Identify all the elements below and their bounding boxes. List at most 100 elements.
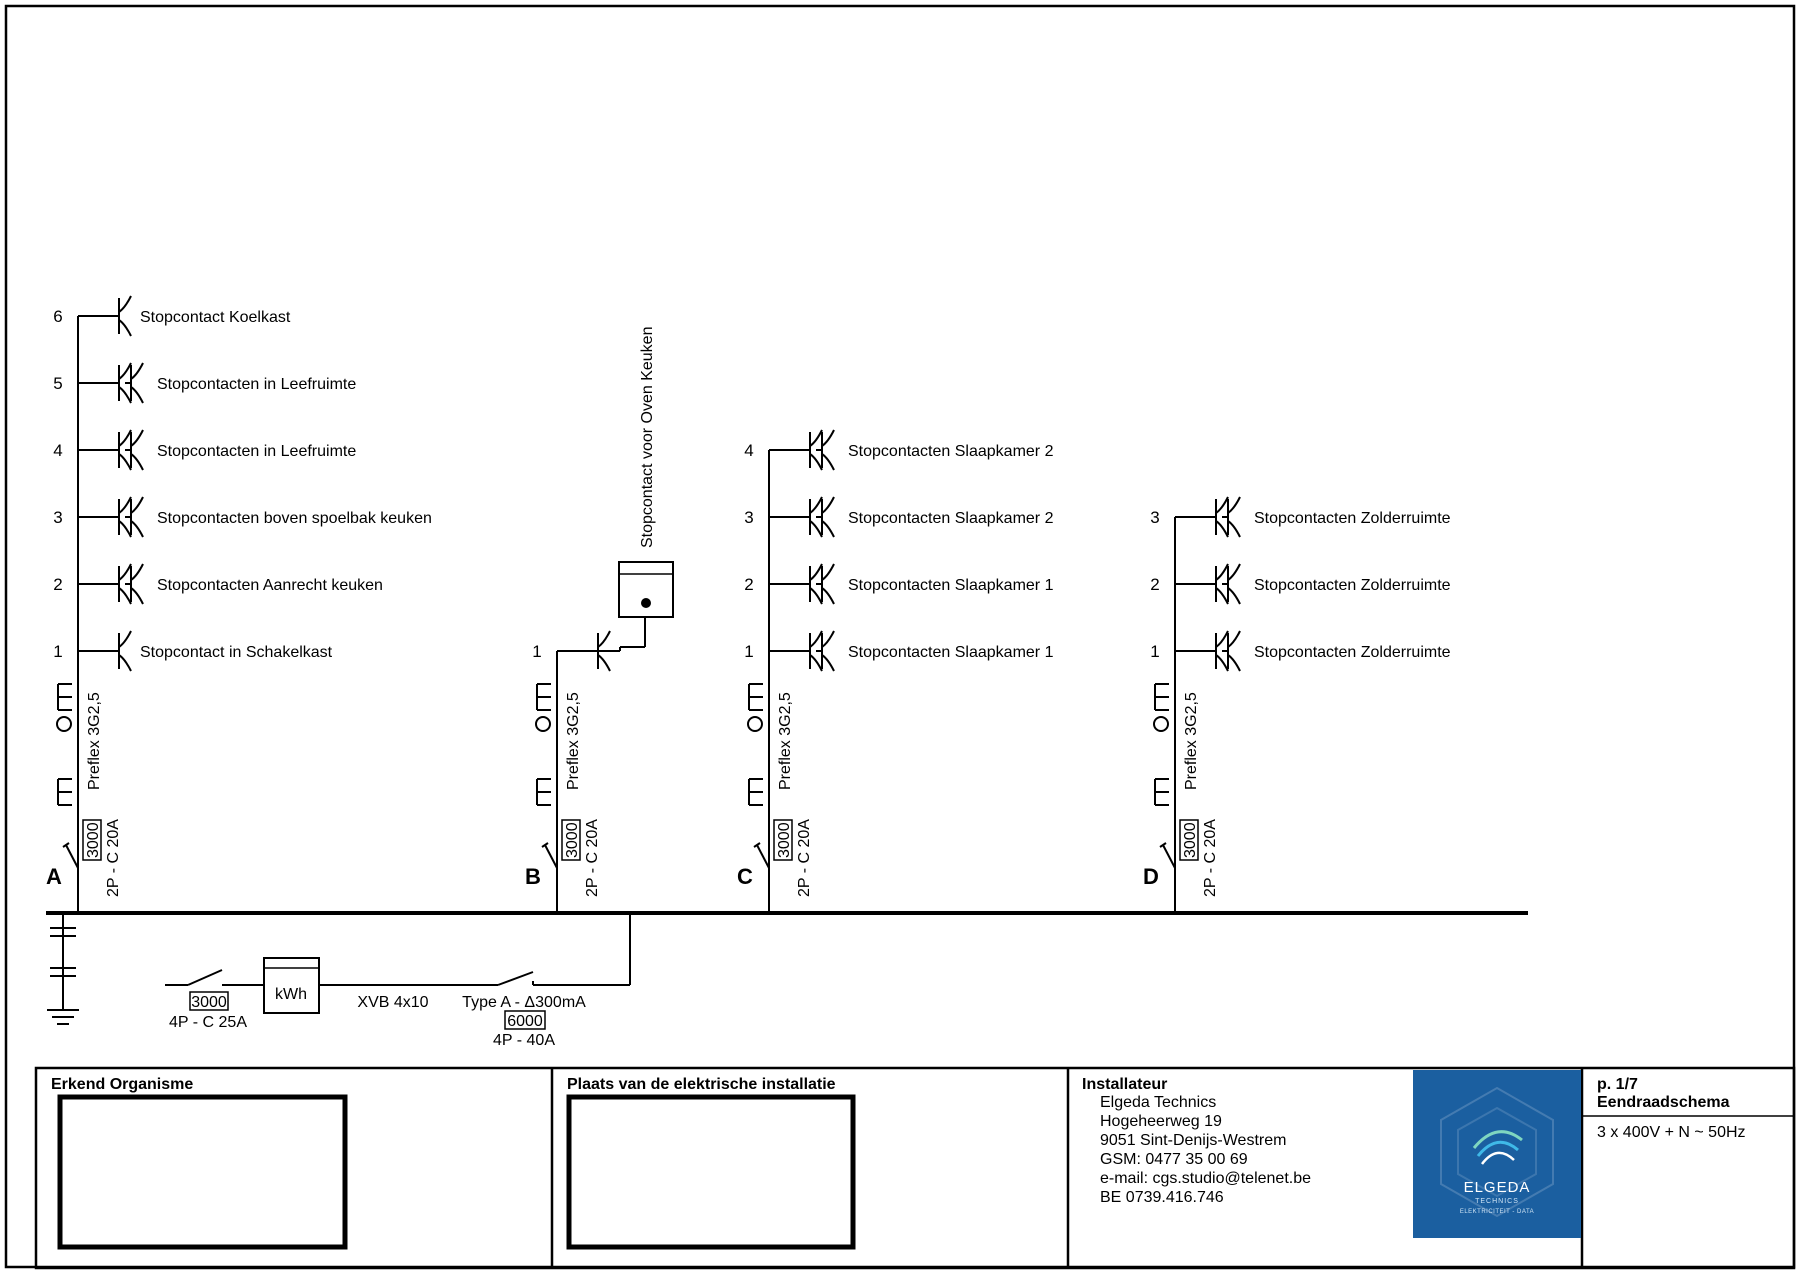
breaker-rating: 2P - C 20A bbox=[105, 819, 122, 897]
schema-title: Eendraadschema bbox=[1597, 1094, 1730, 1111]
socket-arc bbox=[118, 563, 132, 581]
breaker-rating: 2P - C 20A bbox=[796, 819, 813, 897]
breaker-switch bbox=[756, 844, 770, 869]
socket-arc bbox=[118, 587, 132, 605]
rcd-box: 6000 bbox=[507, 1013, 543, 1030]
socket-icon bbox=[1210, 563, 1229, 605]
kwh-meter-label: kWh bbox=[275, 986, 307, 1003]
breaker-tick bbox=[62, 842, 70, 848]
oven-box bbox=[618, 561, 674, 618]
socket-arc bbox=[1227, 654, 1241, 672]
outlet-number: 3 bbox=[53, 508, 62, 527]
socket-arc bbox=[809, 429, 823, 447]
elgeda-logo: ELGEDA TECHNICS ELEKTRICITEIT - DATA bbox=[1413, 1070, 1581, 1238]
outlet-label: Stopcontact voor Oven Keuken bbox=[639, 327, 656, 548]
socket-icon bbox=[113, 362, 132, 404]
outlet-label: Stopcontact in Schakelkast bbox=[140, 644, 333, 661]
cable-label: Preflex 3G2,5 bbox=[777, 692, 794, 790]
supply-cable: XVB 4x10 bbox=[357, 994, 428, 1011]
breaker-switch bbox=[1162, 844, 1176, 869]
breaker-box: 3000 bbox=[564, 822, 581, 858]
cable-marker-circle bbox=[1153, 716, 1169, 732]
rcd-switch bbox=[497, 971, 534, 986]
socket-arc bbox=[821, 429, 835, 447]
main-breaker-box: 3000 bbox=[191, 994, 227, 1011]
outlet-number: 1 bbox=[744, 642, 753, 661]
socket-arc bbox=[130, 429, 144, 447]
socket-icon bbox=[113, 630, 132, 672]
socket-arc bbox=[809, 496, 823, 514]
socket-icon bbox=[125, 429, 144, 471]
oven-dot bbox=[641, 598, 651, 608]
socket-arc bbox=[1215, 654, 1229, 672]
socket-arc bbox=[118, 386, 132, 404]
logo-sub: TECHNICS bbox=[1475, 1198, 1519, 1205]
outlet-label: Stopcontacten Zolderruimte bbox=[1254, 644, 1451, 661]
outlet-number: 6 bbox=[53, 307, 62, 326]
breaker-tick bbox=[753, 842, 761, 848]
breaker-rating: 2P - C 20A bbox=[1202, 819, 1219, 897]
socket-icon bbox=[1222, 563, 1241, 605]
socket-arc bbox=[130, 587, 144, 605]
socket-arc bbox=[809, 520, 823, 538]
socket-icon bbox=[113, 496, 132, 538]
socket-arc bbox=[130, 496, 144, 514]
supply-line: kWh 3000 4P - C 25A XVB 4x10 Type A - Δ3… bbox=[165, 913, 631, 1049]
socket-icon bbox=[816, 429, 835, 471]
socket-arc bbox=[821, 496, 835, 514]
socket-arc bbox=[821, 587, 835, 605]
socket-icon bbox=[804, 429, 823, 471]
socket-arc bbox=[130, 386, 144, 404]
breaker-box-frame bbox=[82, 819, 102, 861]
logo-sub: ELEKTRICITEIT - DATA bbox=[1460, 1209, 1534, 1215]
organism-stamp-box bbox=[57, 1094, 348, 1250]
logo-name: ELGEDA bbox=[1464, 1179, 1531, 1196]
outlet-number: 2 bbox=[744, 575, 753, 594]
breaker-switch bbox=[65, 844, 79, 869]
location-box bbox=[566, 1094, 856, 1250]
outlet-label: Stopcontact Koelkast bbox=[140, 309, 291, 326]
main-breaker-rating: 4P - C 25A bbox=[169, 1014, 247, 1031]
breaker-box-frame bbox=[561, 819, 581, 861]
socket-arc bbox=[118, 630, 132, 648]
socket-arc bbox=[821, 520, 835, 538]
installer-line: Hogeheerweg 19 bbox=[1100, 1113, 1222, 1130]
installer-line: Elgeda Technics bbox=[1100, 1094, 1216, 1111]
installer-line: 9051 Sint-Denijs-Westrem bbox=[1100, 1132, 1286, 1149]
socket-arc bbox=[809, 563, 823, 581]
circuit-letter: D bbox=[1143, 864, 1159, 889]
socket-icon bbox=[1222, 496, 1241, 538]
socket-arc bbox=[809, 587, 823, 605]
socket-icon bbox=[804, 630, 823, 672]
outlet-label: Stopcontacten in Leefruimte bbox=[157, 443, 356, 460]
socket-arc bbox=[1215, 563, 1229, 581]
outlet-row: 6 Stopcontact Koelkast bbox=[53, 295, 291, 337]
socket-arc bbox=[1227, 520, 1241, 538]
socket-arc bbox=[821, 630, 835, 648]
socket-arc bbox=[1215, 587, 1229, 605]
socket-arc bbox=[597, 630, 611, 648]
circuit-letter: C bbox=[737, 864, 753, 889]
breaker-box: 3000 bbox=[85, 822, 102, 858]
outlet-number: 2 bbox=[53, 575, 62, 594]
socket-icon bbox=[113, 429, 132, 471]
organism-title: Erkend Organisme bbox=[51, 1076, 193, 1093]
socket-icon bbox=[125, 563, 144, 605]
socket-arc bbox=[809, 453, 823, 471]
socket-arc bbox=[1227, 630, 1241, 648]
socket-icon bbox=[804, 496, 823, 538]
socket-arc bbox=[118, 319, 132, 337]
socket-arc bbox=[118, 496, 132, 514]
socket-icon bbox=[113, 295, 132, 337]
title-block: Erkend Organisme Plaats van de elektrisc… bbox=[34, 1066, 1796, 1270]
